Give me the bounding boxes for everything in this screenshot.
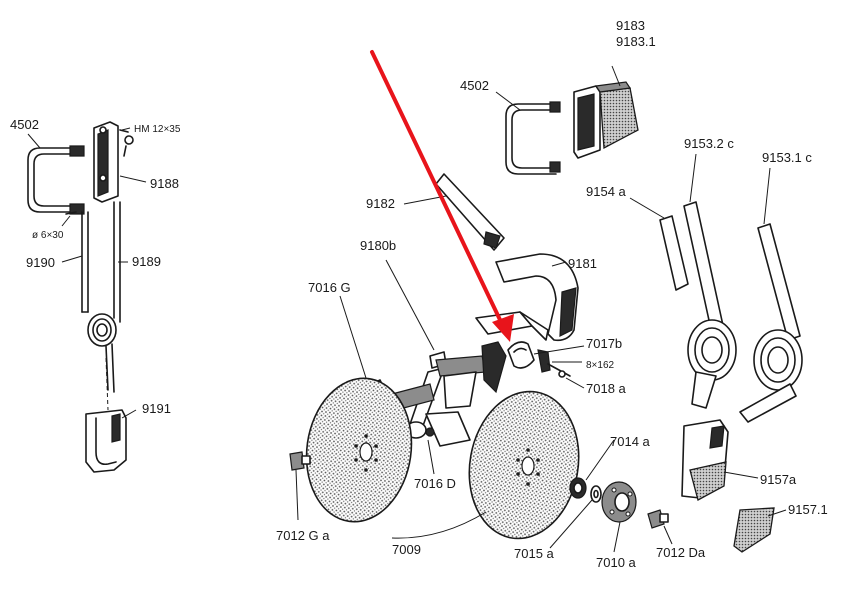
part-labels: 4502 HM 12×35 9188 ø 6×30 9190 9189 9191… [10,18,828,570]
label-9191: 9191 [142,401,171,416]
rods [81,201,121,323]
label-4502-right: 4502 [460,78,489,93]
label-7012Da: 7012 Da [656,545,706,560]
spring-9189-coil [87,313,117,393]
label-7018a: 7018 a [586,381,627,396]
label-7016G: 7016 G [308,280,351,295]
disc-left-7009 [305,377,413,523]
bolt-7012Da [647,509,669,529]
label-9154a: 9154 a [586,184,627,199]
label-9157-1: 9157.1 [788,502,828,517]
label-7012Ga: 7012 G a [276,528,330,543]
pin-6x30 [65,211,77,215]
label-7015a: 7015 a [514,546,555,561]
u-bolt-right [505,101,561,175]
bracket-9188 [93,121,119,203]
plate-9182 [435,173,505,251]
label-7009: 7009 [392,542,421,557]
hub-7010a [601,481,637,523]
label-8x162: 8×162 [586,360,615,371]
clamp-7017b [507,341,571,378]
arm-9180b [405,341,507,437]
label-9182: 9182 [366,196,395,211]
label-9189: 9189 [132,254,161,269]
label-9153-2c: 9153.2 c [684,136,734,151]
label-9183: 9183 [616,18,645,33]
bearing-7014a [569,477,587,499]
label-9153-1c: 9153.1 c [762,150,812,165]
tine-holder-9191 [85,409,127,473]
seal-7015a [590,485,602,503]
top-right-assembly [289,81,803,553]
label-9190: 9190 [26,255,55,270]
spring-9153-2c [659,201,737,409]
label-7017b: 7017b [586,336,622,351]
label-4502-left: 4502 [10,117,39,132]
label-7010a: 7010 a [596,555,637,570]
label-9181: 9181 [568,256,597,271]
bracket-9183 [573,81,639,159]
hm-bolt [119,129,134,157]
label-7014a: 7014 a [610,434,651,449]
bow-bracket-9181 [475,253,579,342]
label-9183-1: 9183.1 [616,34,656,49]
label-9188: 9188 [150,176,179,191]
u-bolt-left [27,145,85,215]
disc-right-7009 [468,390,580,540]
label-9180b: 9180b [360,238,396,253]
insert-9157-1 [733,507,775,553]
label-hm-bolt: HM 12×35 [134,124,181,135]
label-7016D: 7016 D [414,476,456,491]
bolt-7012Ga [289,451,311,471]
holder-9157a [681,419,729,501]
label-9157a: 9157a [760,472,797,487]
label-pin: ø 6×30 [32,230,64,241]
spring-9153-1c [739,223,803,423]
red-pointer-arrow [370,50,514,342]
leader-lines [27,65,787,553]
left-assembly [27,121,134,473]
